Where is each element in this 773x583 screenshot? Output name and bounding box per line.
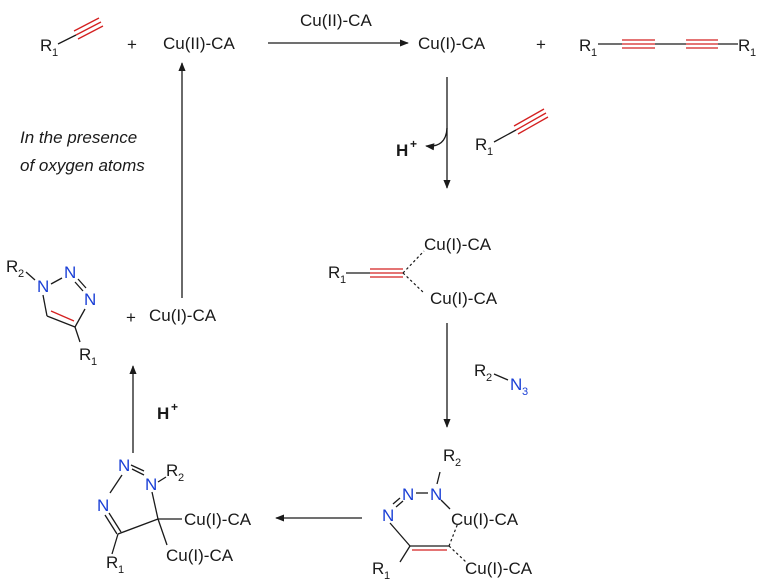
svg-text:R: R: [443, 446, 455, 465]
svg-text:R: R: [579, 36, 591, 55]
plus-sign-2: +: [536, 35, 546, 54]
proton-release-curve: [425, 127, 448, 151]
svg-text:3: 3: [522, 386, 528, 398]
svg-text:1: 1: [91, 356, 97, 368]
triazole-product: R 2 N N N R 1: [6, 257, 97, 368]
plus-sign-1: +: [127, 35, 137, 54]
svg-text:1: 1: [340, 274, 346, 286]
svg-text:N: N: [430, 485, 442, 504]
svg-text:R: R: [738, 36, 750, 55]
svg-text:N: N: [84, 290, 96, 309]
plus-sign-3: +: [126, 308, 136, 327]
svg-text:N: N: [382, 506, 394, 525]
proton-charge-left: +: [171, 400, 178, 414]
cu2-ca-reactant: Cu(II)-CA: [163, 34, 235, 53]
svg-text:2: 2: [18, 268, 24, 280]
svg-text:Cu(I)-CA: Cu(I)-CA: [451, 510, 519, 529]
svg-text:N: N: [37, 277, 49, 296]
copper-metallacycle-intermediate: R 2 N N N R 1 Cu(I)-CA Cu(I)-CA: [372, 446, 533, 582]
svg-text:1: 1: [750, 47, 756, 59]
svg-text:Cu(I)-CA: Cu(I)-CA: [430, 289, 498, 308]
proton-label-right: H: [396, 141, 408, 160]
svg-text:R: R: [328, 263, 340, 282]
svg-text:2: 2: [178, 472, 184, 484]
copper-acetylide-complex: R 1 Cu(I)-CA Cu(I)-CA: [328, 235, 498, 308]
svg-text:Cu(I)-CA: Cu(I)-CA: [424, 235, 492, 254]
svg-text:1: 1: [118, 564, 124, 576]
oxygen-note-line1: In the presence: [20, 128, 137, 147]
cu2-ca-arrow-label: Cu(II)-CA: [300, 11, 372, 30]
svg-text:Cu(I)-CA: Cu(I)-CA: [465, 559, 533, 578]
svg-text:R: R: [40, 36, 52, 55]
copper-triazolide-intermediate: N N R 2 N R 1 Cu(I)-CA Cu(I)-CA: [97, 456, 252, 576]
svg-text:R: R: [6, 257, 18, 276]
svg-text:N: N: [97, 496, 109, 515]
svg-text:R: R: [79, 345, 91, 364]
svg-text:R: R: [106, 553, 118, 572]
svg-text:N: N: [145, 475, 157, 494]
svg-text:R: R: [474, 361, 486, 380]
proton-label-left: H: [157, 404, 169, 423]
cu1-ca-regenerated: Cu(I)-CA: [149, 306, 217, 325]
svg-text:Cu(I)-CA: Cu(I)-CA: [184, 510, 252, 529]
svg-text:R: R: [475, 135, 487, 154]
svg-text:1: 1: [52, 47, 58, 59]
svg-text:2: 2: [455, 457, 461, 469]
terminal-alkyne-right: R 1: [475, 108, 549, 158]
svg-text:2: 2: [486, 372, 492, 384]
diyne-byproduct: R 1 R 1: [579, 36, 756, 59]
svg-text:N: N: [118, 456, 130, 475]
svg-text:N: N: [510, 375, 522, 394]
svg-text:Cu(I)-CA: Cu(I)-CA: [166, 546, 234, 565]
svg-text:R: R: [372, 559, 384, 578]
organic-azide: R 2 N 3: [474, 361, 528, 398]
proton-charge-right: +: [410, 137, 417, 151]
svg-text:N: N: [64, 263, 76, 282]
svg-text:1: 1: [384, 570, 390, 582]
svg-text:R: R: [166, 461, 178, 480]
terminal-alkyne-top: R 1: [40, 17, 104, 59]
oxygen-note-line2: of oxygen atoms: [20, 156, 145, 175]
svg-text:N: N: [402, 485, 414, 504]
svg-text:1: 1: [487, 146, 493, 158]
svg-text:1: 1: [591, 47, 597, 59]
cu1-ca-product-top: Cu(I)-CA: [418, 34, 486, 53]
